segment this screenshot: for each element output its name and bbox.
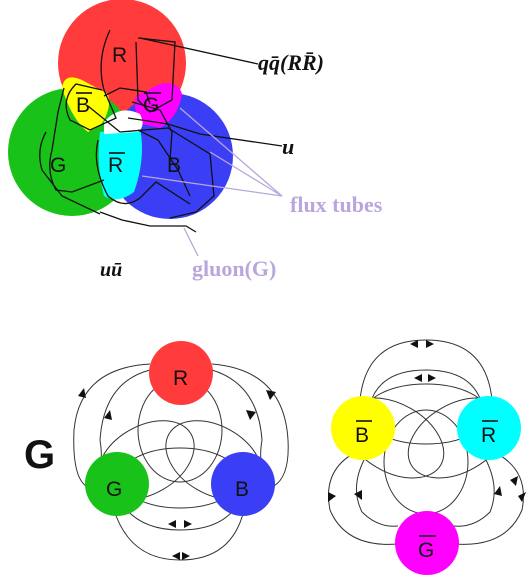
red-circle-label: R	[112, 44, 127, 67]
left-blue-label: B	[235, 478, 249, 501]
flux-pointer-lines	[141, 107, 283, 257]
u-label: u	[282, 134, 294, 159]
flux-tube-lines	[39, 29, 283, 233]
left-green-quark	[85, 452, 149, 516]
yellow-overlap	[62, 77, 109, 132]
left-green-label: G	[106, 478, 122, 501]
gluon-symbol-label: G	[24, 433, 55, 477]
magenta-overlap-label: G	[143, 94, 159, 117]
qqbar-label: qq̄(RR̄)	[258, 50, 324, 75]
blue-circle-label: B	[167, 154, 181, 177]
uubar-label: uū	[100, 259, 122, 281]
gluon-label: gluon(G)	[192, 256, 276, 281]
cyan-overlap-label: R	[108, 154, 123, 177]
white-center	[104, 110, 143, 134]
yellow-overlap-label: B	[76, 94, 90, 117]
right-magenta-antiquark	[395, 511, 459, 575]
right-yellow-label: B	[355, 424, 369, 447]
left-red-label: R	[173, 367, 188, 390]
green-circle-label: G	[50, 154, 66, 177]
right-cyan-antiquark	[457, 396, 521, 460]
flux-tubes-label: flux tubes	[290, 192, 383, 217]
right-magenta-label: G	[418, 539, 434, 562]
left-blue-quark	[211, 452, 275, 516]
color-venn	[8, 0, 233, 219]
cyan-overlap	[98, 128, 142, 200]
left-red-quark	[149, 341, 213, 405]
right-yellow-antiquark	[331, 396, 395, 460]
right-cyan-label: R	[481, 424, 496, 447]
